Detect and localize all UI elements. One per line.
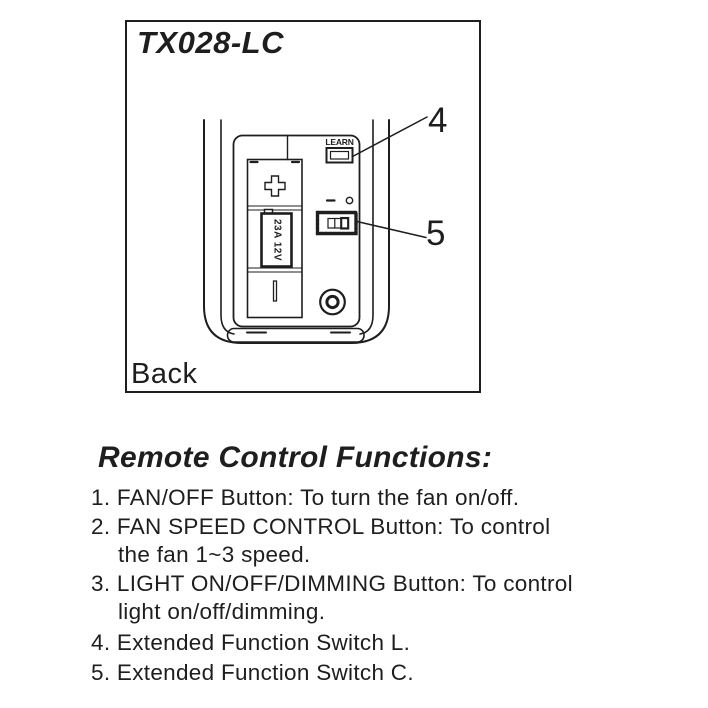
view-label: Back bbox=[131, 358, 198, 390]
leader-line-4 bbox=[352, 116, 428, 157]
extended-function-switch bbox=[315, 210, 358, 236]
learn-button bbox=[325, 147, 354, 164]
function-item-1: 1. FAN/OFF Button: To turn the fan on/of… bbox=[91, 484, 691, 513]
callout-number-4: 4 bbox=[428, 101, 448, 140]
function-item-4-text: 4. Extended Function Switch L. bbox=[91, 629, 411, 655]
functions-heading: Remote Control Functions: bbox=[98, 441, 493, 474]
battery-label: 23A 12V bbox=[271, 218, 283, 262]
functions-list: 1. FAN/OFF Button: To turn the fan on/of… bbox=[91, 484, 691, 688]
figure-frame bbox=[125, 20, 481, 393]
minus-terminal-icon bbox=[272, 280, 278, 302]
function-item-5-text: 5. Extended Function Switch C. bbox=[91, 660, 414, 685]
learn-button-label: LEARN bbox=[325, 137, 354, 147]
function-item-5: 5. Extended Function Switch C. bbox=[91, 659, 691, 688]
battery-icon bbox=[260, 208, 293, 268]
function-item-2: 2. FAN SPEED CONTROL Button: To control … bbox=[91, 513, 691, 570]
battery-compartment bbox=[232, 134, 361, 328]
function-item-4: 4. Extended Function Switch L. bbox=[91, 629, 691, 658]
remote-shell bbox=[203, 119, 390, 344]
function-item-2-text-cont: the fan 1~3 speed. bbox=[118, 542, 311, 567]
function-item-3: 3. LIGHT ON/OFF/DIMMING Button: To contr… bbox=[91, 570, 691, 627]
unlock-indicator-icon bbox=[325, 196, 354, 205]
function-item-1-text: 1. FAN/OFF Button: To turn the fan on/of… bbox=[91, 485, 520, 510]
screw-icon bbox=[319, 288, 346, 316]
function-item-3-text: 3. LIGHT ON/OFF/DIMMING Button: To contr… bbox=[91, 570, 573, 596]
function-item-3-text-cont: light on/off/dimming. bbox=[118, 599, 326, 624]
function-item-2-text: 2. FAN SPEED CONTROL Button: To control bbox=[91, 513, 551, 539]
plus-terminal-icon bbox=[264, 175, 286, 197]
model-title: TX028-LC bbox=[137, 25, 284, 60]
callout-number-5: 5 bbox=[426, 214, 446, 253]
leader-line-5 bbox=[356, 220, 427, 239]
callout-leader-lines bbox=[352, 116, 428, 239]
